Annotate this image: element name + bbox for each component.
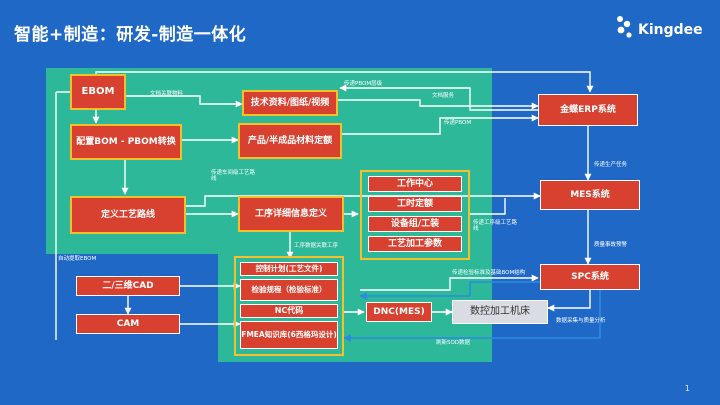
label-process-link-doc: 工序数据关联工序 <box>294 243 339 249</box>
product-quota-box[interactable]: 产品/半成品材料定额 <box>238 123 342 159</box>
equipment-box[interactable]: 设备组/工装 <box>368 216 462 232</box>
erp-system-box[interactable]: 金蝶ERP系统 <box>538 94 638 126</box>
process-resources-group <box>360 170 470 260</box>
control-plan-box[interactable]: 控制计划(工艺文件) <box>240 262 338 276</box>
define-route-box[interactable]: 定义工艺路线 <box>70 196 186 234</box>
label-pass-inspection: 传递检验标准及基础BOM结构 <box>452 270 526 276</box>
label-pass-pbom-attr: 传递PBOM层级 <box>344 81 383 87</box>
label-refresh-sod: 刷新SOD数据 <box>436 340 471 346</box>
label-pass-production-task: 传递生产任务 <box>594 162 628 168</box>
process-docs-group <box>234 256 344 356</box>
label-data-collect: 数据采集与质量分析 <box>556 318 606 324</box>
fmea-box[interactable]: FMEA知识库(6西格玛设计) <box>240 321 338 349</box>
kingdee-logo-icon <box>617 16 632 38</box>
inspection-spec-box[interactable]: 检验规程（检验标准） <box>240 279 338 301</box>
brand-name: Kingdee <box>638 22 703 38</box>
spc-system-box[interactable]: SPC系统 <box>540 264 640 290</box>
pbom-convert-box[interactable]: 配置BOM - PBOM转换 <box>70 124 182 160</box>
work-hours-box[interactable]: 工时定额 <box>368 196 462 212</box>
label-auto-extract-ebom: 自动提取EBOM <box>58 256 97 262</box>
process-params-box[interactable]: 工艺加工参数 <box>368 236 462 252</box>
label-doc-service: 文档服务 <box>432 93 455 99</box>
label-doc-link-material: 文档关联物料 <box>150 91 184 97</box>
label-quality-alert: 质量事故预警 <box>594 242 628 248</box>
label-pass-process-route: 传递工序级工艺路线 <box>473 220 518 233</box>
nc-code-box[interactable]: NC代码 <box>240 304 338 318</box>
cad-box[interactable]: 二/三维CAD <box>76 276 180 296</box>
ebom-box[interactable]: EBOM <box>70 74 126 110</box>
page-title: 智能+制造：研发-制造一体化 <box>14 25 247 45</box>
page-number: 1 <box>684 384 690 393</box>
dnc-box[interactable]: DNC(MES) <box>366 302 432 322</box>
tech-docs-box[interactable]: 技术资料/图纸/视频 <box>242 90 338 116</box>
cnc-machine-box[interactable]: 数控加工机床 <box>452 300 548 324</box>
work-center-box[interactable]: 工作中心 <box>368 176 462 192</box>
cam-box[interactable]: CAM <box>76 314 180 334</box>
brand-logo: Kingdee <box>612 14 712 46</box>
process-detail-box[interactable]: 工序详细信息定义 <box>238 196 344 232</box>
label-pass-route: 传递车间级工艺路线 <box>211 170 256 183</box>
label-pass-pbom: 传递PBOM <box>444 120 472 126</box>
mes-system-box[interactable]: MES系统 <box>540 180 640 210</box>
